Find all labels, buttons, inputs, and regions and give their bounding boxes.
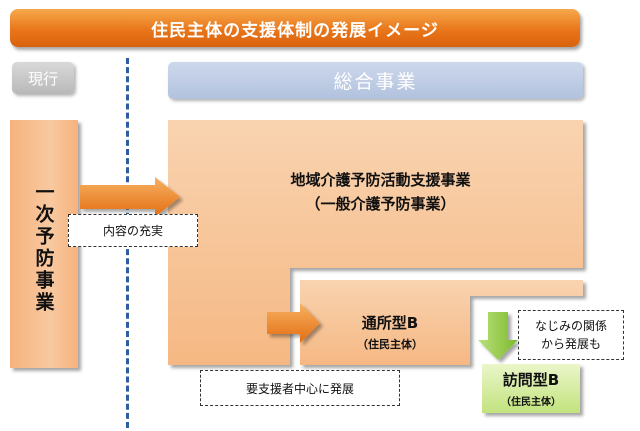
primary-prevention-box: 一次予防事業 bbox=[10, 120, 78, 368]
tsuusho-b-sub: （住民主体） bbox=[357, 338, 423, 351]
houmon-b-sub: （住民主体） bbox=[501, 397, 561, 408]
houmon-b-title: 訪問型B bbox=[502, 371, 560, 389]
community-support-subtitle: （一般介護予防事業） bbox=[305, 195, 456, 213]
arrow-to-tsuusho bbox=[267, 303, 320, 343]
tsuusho-b-title: 通所型B bbox=[361, 314, 419, 332]
label-sogo-jigyo: 総合事業 bbox=[168, 62, 583, 99]
primary-prevention-label: 一次予防事業 bbox=[32, 182, 55, 314]
note-najimi-box: なじみの関係 から発展も bbox=[518, 310, 624, 360]
community-support-title: 地域介護予防活動支援事業 bbox=[290, 171, 471, 189]
arrow-to-community bbox=[80, 177, 180, 217]
community-support-text: 地域介護予防活動支援事業 （一般介護予防事業） bbox=[178, 168, 583, 216]
note-yoshien-box: 要支援者中心に発展 bbox=[200, 370, 400, 406]
diagram-title: 住民主体の支援体制の発展イメージ bbox=[10, 9, 580, 47]
tsuusho-b-label: 通所型B （住民主体） bbox=[330, 312, 450, 352]
note-yoshien-text: 要支援者中心に発展 bbox=[245, 381, 354, 396]
note-najimi-line2: から発展も bbox=[540, 337, 601, 351]
tsuusho-b-box bbox=[300, 280, 583, 365]
note-najimi-line1: なじみの関係 bbox=[534, 319, 607, 333]
houmon-b-box: 訪問型B （住民主体） bbox=[482, 364, 580, 413]
note-naiyo-box: 内容の充実 bbox=[68, 214, 198, 247]
arrow-to-houmon bbox=[478, 312, 518, 360]
community-support-box bbox=[168, 120, 583, 365]
note-naiyo-text: 内容の充実 bbox=[102, 224, 163, 238]
label-current: 現行 bbox=[12, 62, 74, 94]
